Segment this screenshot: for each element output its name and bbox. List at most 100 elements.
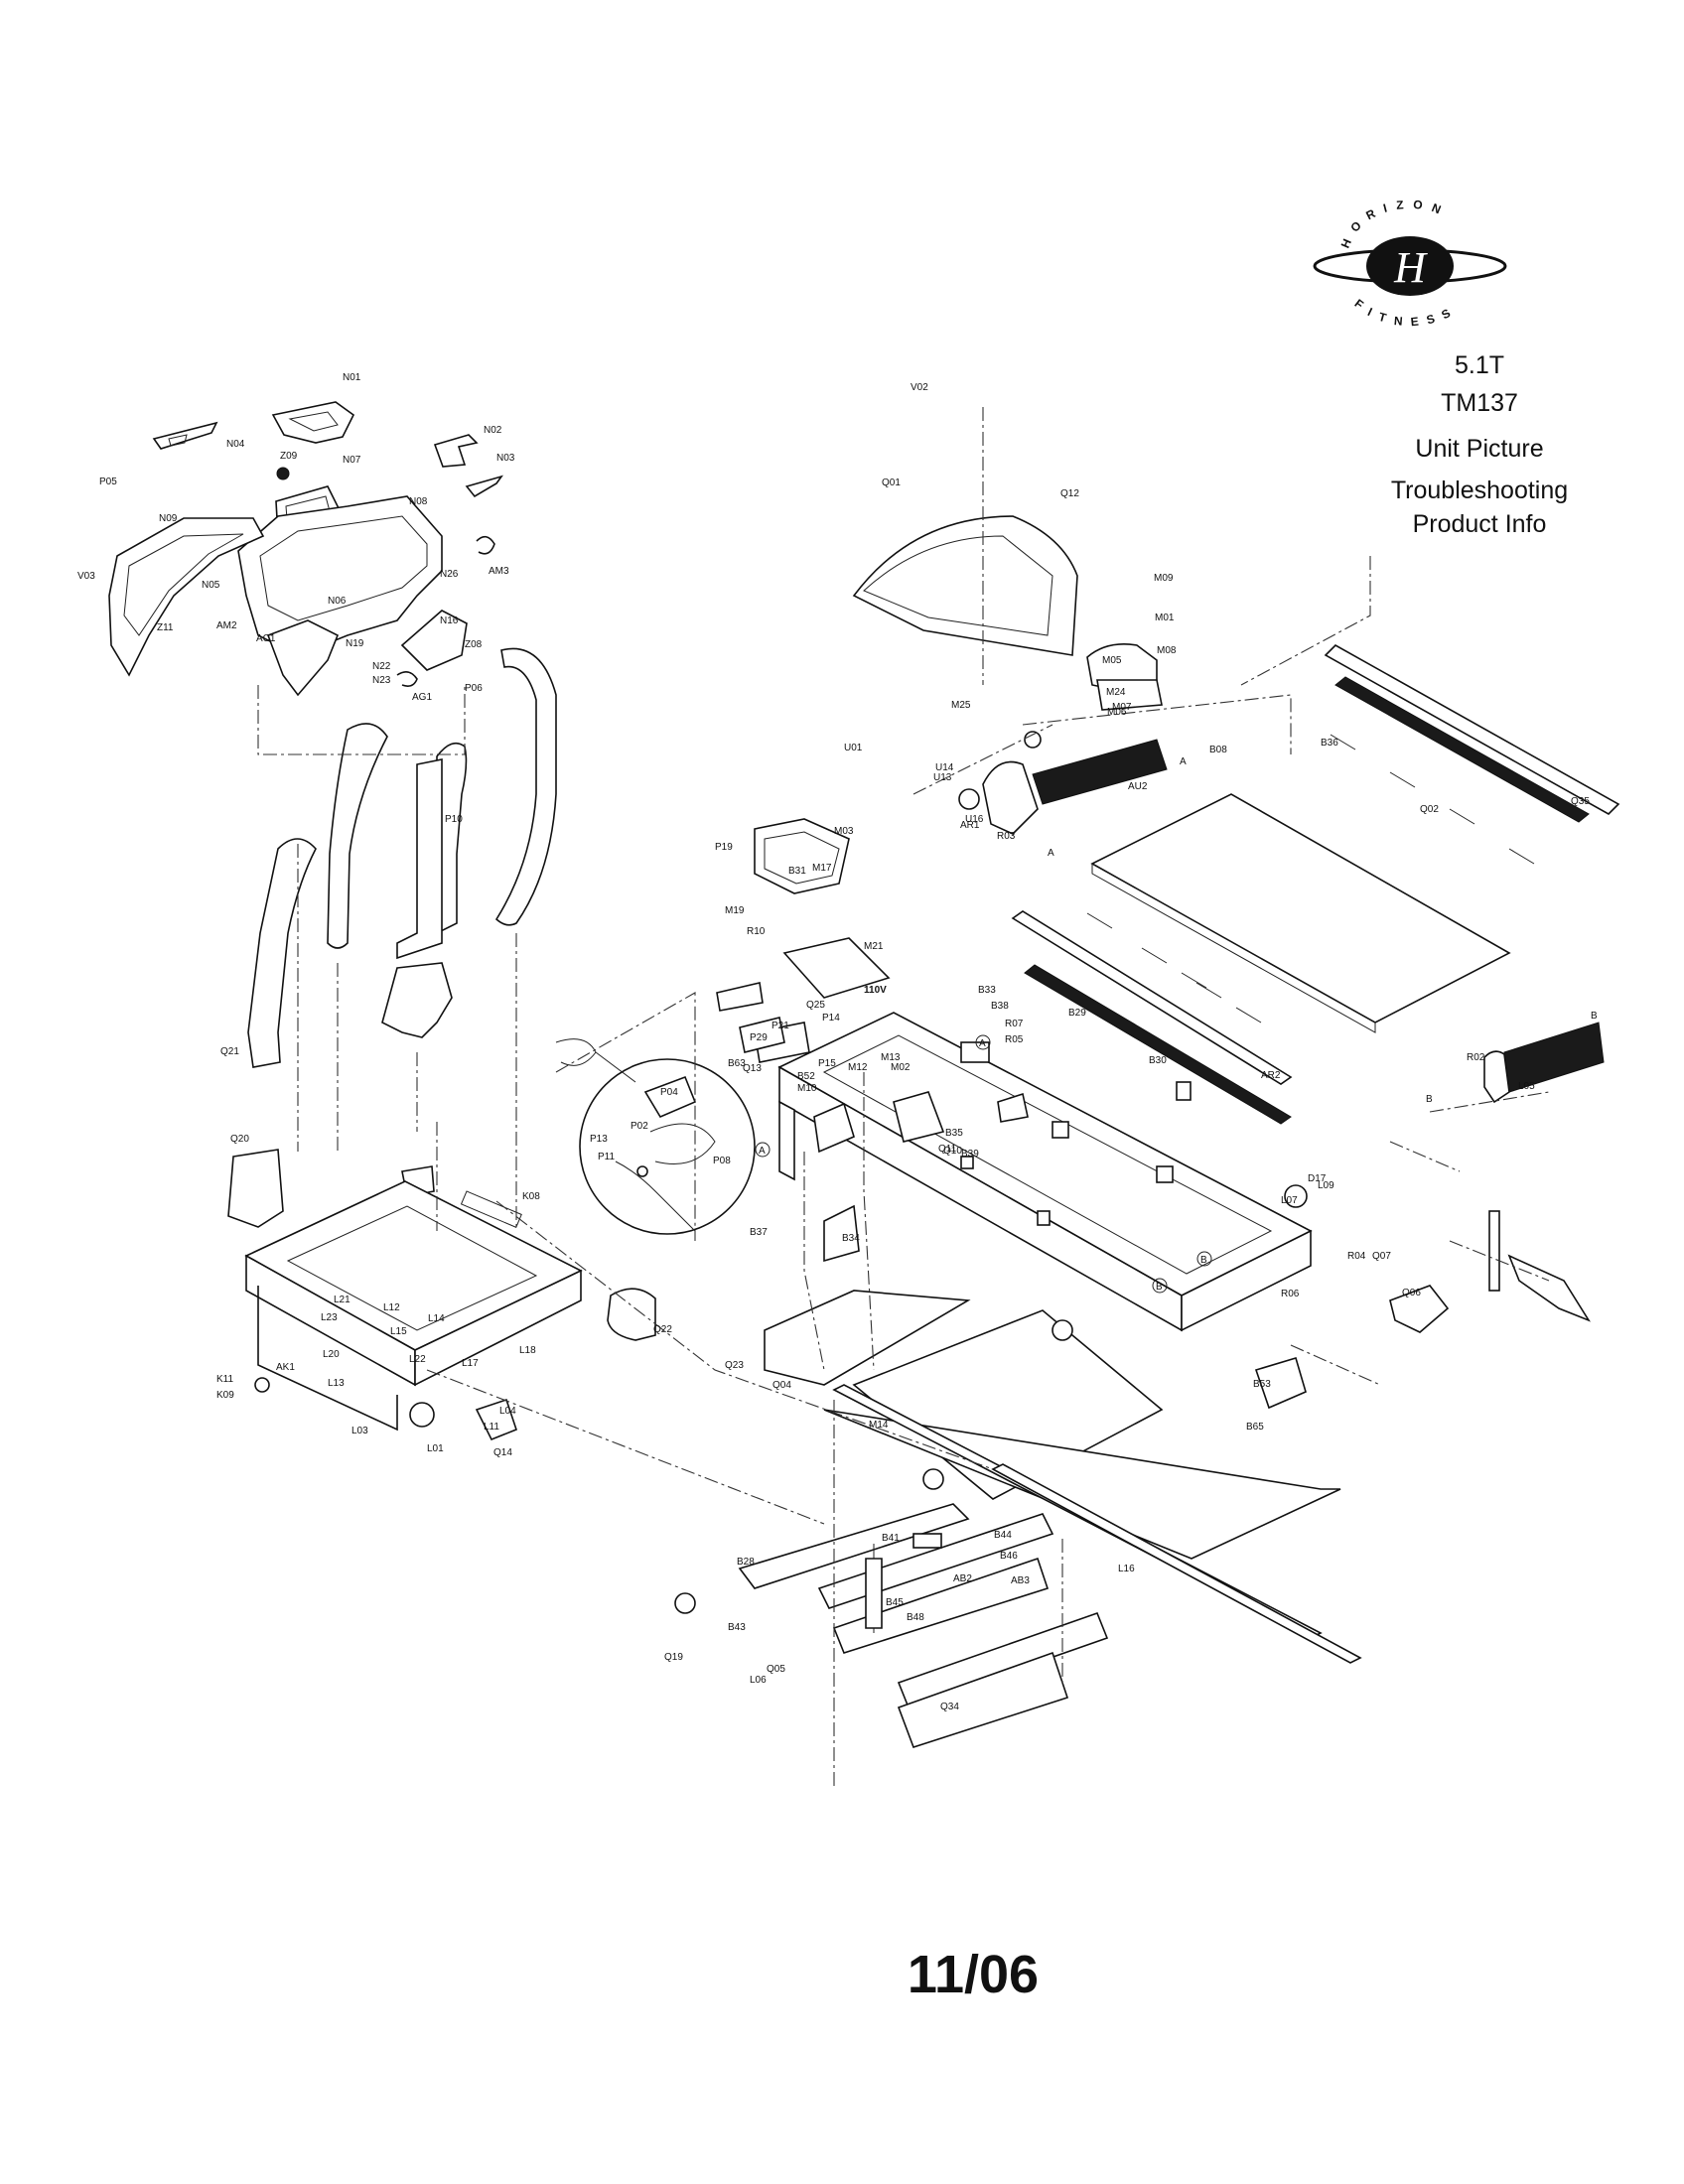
part-label-l20: L20 xyxy=(323,1349,340,1360)
part-label-l07: L07 xyxy=(1281,1195,1298,1206)
part-label-ar2: AR2 xyxy=(1261,1070,1281,1081)
part-label-ab2: AB2 xyxy=(953,1573,972,1584)
part-label-m03: M03 xyxy=(834,826,854,837)
part-label-b38: B38 xyxy=(991,1001,1009,1012)
horizon-fitness-logo: HORIZON FITNESS H xyxy=(1313,198,1507,328)
callout-a-1: A xyxy=(1180,756,1187,767)
troubleshooting-link[interactable]: Troubleshooting xyxy=(1390,477,1569,504)
part-label-b30: B30 xyxy=(1149,1055,1167,1066)
part-label-l15: L15 xyxy=(390,1326,407,1337)
part-label-q35: Q35 xyxy=(1571,796,1590,807)
part-label-l04: L04 xyxy=(499,1406,516,1417)
part-label-l22: L22 xyxy=(409,1354,426,1365)
part-label-p10: P10 xyxy=(445,814,463,825)
callout-b-circle-2 xyxy=(1152,1278,1168,1294)
part-label-v03: V03 xyxy=(77,571,95,582)
part-label-q12: Q12 xyxy=(1060,488,1079,499)
part-label-m21: M21 xyxy=(864,941,884,952)
callout-markers: A A A A B B B B 110V xyxy=(755,756,1598,1294)
part-label-u01: U01 xyxy=(844,743,863,753)
part-label-q13: Q13 xyxy=(743,1063,762,1074)
part-label-q01: Q01 xyxy=(882,478,901,488)
part-label-n05: N05 xyxy=(202,580,220,591)
part-label-p29: P29 xyxy=(750,1032,768,1043)
part-label-b45: B45 xyxy=(886,1597,904,1608)
part-label-u14: U14 xyxy=(935,762,954,773)
part-label-q34: Q34 xyxy=(940,1702,959,1712)
part-label-m08: M08 xyxy=(1157,645,1177,656)
part-label-n19: N19 xyxy=(346,638,364,649)
part-label-au2: AU2 xyxy=(1128,781,1148,792)
part-label-ac1: AC1 xyxy=(256,633,276,644)
part-label-n22: N22 xyxy=(372,661,391,672)
voltage-label: 110V xyxy=(864,985,887,996)
unit-picture-link[interactable]: Unit Picture xyxy=(1415,435,1544,463)
part-label-m10: M10 xyxy=(797,1083,817,1094)
part-label-n03: N03 xyxy=(496,453,515,464)
part-label-l17: L17 xyxy=(462,1358,479,1369)
part-label-m09: M09 xyxy=(1154,573,1174,584)
part-label-n16: N16 xyxy=(440,615,459,626)
wiring-detail-bubble xyxy=(555,1038,756,1235)
part-label-l06: L06 xyxy=(750,1675,767,1686)
part-label-m25: M25 xyxy=(951,700,971,711)
part-label-p14: P14 xyxy=(822,1013,840,1024)
part-label-v02: V02 xyxy=(911,382,928,393)
callout-a-4: A xyxy=(759,1146,766,1157)
part-label-b39: B39 xyxy=(961,1149,979,1160)
model-name: 5.1T xyxy=(1454,351,1505,379)
part-label-ar1: AR1 xyxy=(960,820,980,831)
part-label-k08: K08 xyxy=(522,1191,540,1202)
part-label-m24: M24 xyxy=(1106,687,1126,698)
logo-brand-bottom: FITNESS xyxy=(1352,297,1452,328)
part-label-p02: P02 xyxy=(631,1121,648,1132)
part-label-l23: L23 xyxy=(321,1312,338,1323)
part-label-ab3: AB3 xyxy=(1011,1575,1030,1586)
part-label-p11: P11 xyxy=(598,1152,615,1162)
part-label-b43: B43 xyxy=(728,1622,746,1633)
part-label-l12: L12 xyxy=(383,1302,400,1313)
part-label-m02: M02 xyxy=(891,1062,911,1073)
control-board xyxy=(716,818,891,1063)
product-info-link[interactable]: Product Info xyxy=(1412,510,1547,538)
part-label-q04: Q04 xyxy=(772,1380,791,1391)
part-label-b28: B28 xyxy=(737,1557,755,1568)
alignment-lines xyxy=(257,407,1550,1787)
part-label-q19: Q19 xyxy=(664,1652,683,1663)
part-label-m07: M07 xyxy=(1112,702,1132,713)
part-label-m17: M17 xyxy=(812,863,832,874)
part-label-b34: B34 xyxy=(842,1233,860,1244)
part-label-m14: M14 xyxy=(869,1420,889,1431)
part-label-r05: R05 xyxy=(1005,1034,1024,1045)
part-label-l01: L01 xyxy=(427,1443,444,1454)
part-label-l11: L11 xyxy=(484,1422,499,1433)
revision-date: 11/06 xyxy=(907,1945,1040,2004)
callout-a-3: A xyxy=(979,1038,986,1049)
part-label-z08: Z08 xyxy=(465,639,483,650)
part-label-r06: R06 xyxy=(1281,1289,1300,1299)
deck-and-rails xyxy=(832,644,1620,1664)
base-frame xyxy=(244,1180,656,1441)
part-label-b41: B41 xyxy=(882,1533,900,1544)
upright-assembly xyxy=(227,647,557,1228)
part-label-q07: Q07 xyxy=(1372,1251,1391,1262)
part-label-m19: M19 xyxy=(725,905,745,916)
part-label-b29: B29 xyxy=(1068,1008,1086,1019)
part-label-r03: R03 xyxy=(997,831,1016,842)
part-label-p21: P21 xyxy=(772,1021,789,1031)
part-label-b31: B31 xyxy=(788,866,806,877)
callout-a-circle-1 xyxy=(975,1034,991,1050)
part-label-m01: M01 xyxy=(1155,613,1175,623)
part-label-z11: Z11 xyxy=(157,622,174,633)
part-label-p04: P04 xyxy=(660,1087,678,1098)
part-labels: N01N02N03N04N05N06N07N08N09N16N19N22N23N… xyxy=(77,372,1590,1712)
part-label-b44: B44 xyxy=(994,1530,1012,1541)
part-label-k09: K09 xyxy=(216,1390,234,1401)
callout-b-3: B xyxy=(1200,1255,1207,1266)
part-label-m06: M06 xyxy=(1107,707,1127,718)
part-label-q02: Q02 xyxy=(1420,804,1439,815)
part-label-n02: N02 xyxy=(484,425,502,436)
part-label-b48: B48 xyxy=(907,1612,924,1623)
part-label-n06: N06 xyxy=(328,596,347,607)
